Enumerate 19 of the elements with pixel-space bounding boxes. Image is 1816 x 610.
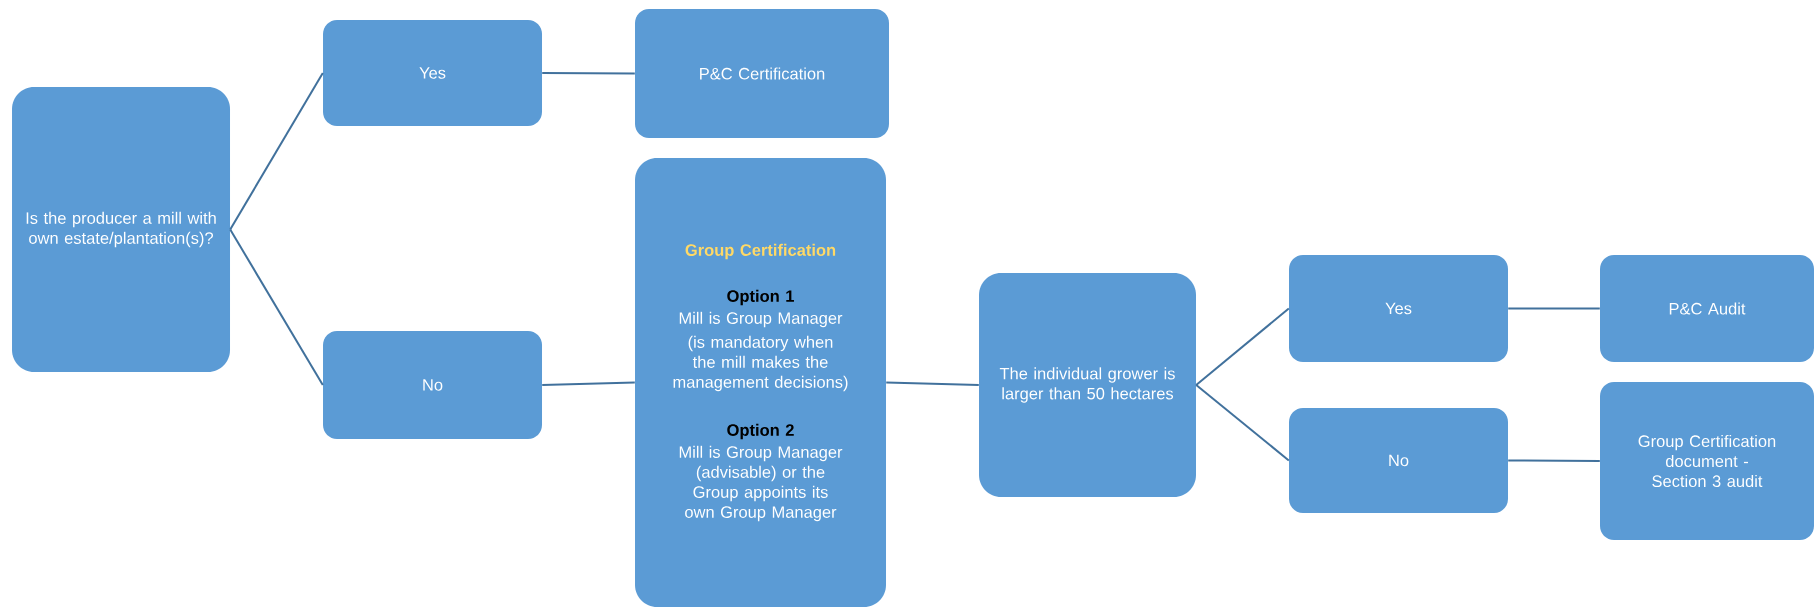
connector-line bbox=[885, 381, 980, 386]
process-box: No bbox=[323, 331, 542, 439]
process-box: Yes bbox=[1289, 255, 1508, 362]
connector-line bbox=[1507, 459, 1601, 462]
connector-line bbox=[229, 72, 324, 231]
process-box: Is the producer a mill with own estate/plantation(s)? bbox=[12, 87, 230, 372]
process-box: Group Certification document - Section 3 audit bbox=[1600, 382, 1814, 540]
connector-line bbox=[1195, 307, 1290, 386]
process-box: Yes bbox=[323, 20, 542, 126]
process-box: No bbox=[1289, 408, 1508, 513]
connector-line bbox=[1195, 384, 1290, 462]
connector-line bbox=[541, 381, 636, 386]
connector-line bbox=[541, 72, 636, 75]
process-box: P&C Certification bbox=[635, 9, 889, 138]
process-box: Group Certification Option 1 Mill is Group Manager (is mandatory when the mill makes the management decisions) Option 2 Mill is Group Manager (advisable) or the Group appoints its own Group Manager bbox=[635, 158, 886, 607]
connector-line bbox=[229, 228, 324, 386]
connector-line bbox=[1507, 307, 1601, 310]
process-box: P&C Audit bbox=[1600, 255, 1814, 362]
process-box: The individual grower is larger than 50 hectares bbox=[979, 273, 1196, 497]
